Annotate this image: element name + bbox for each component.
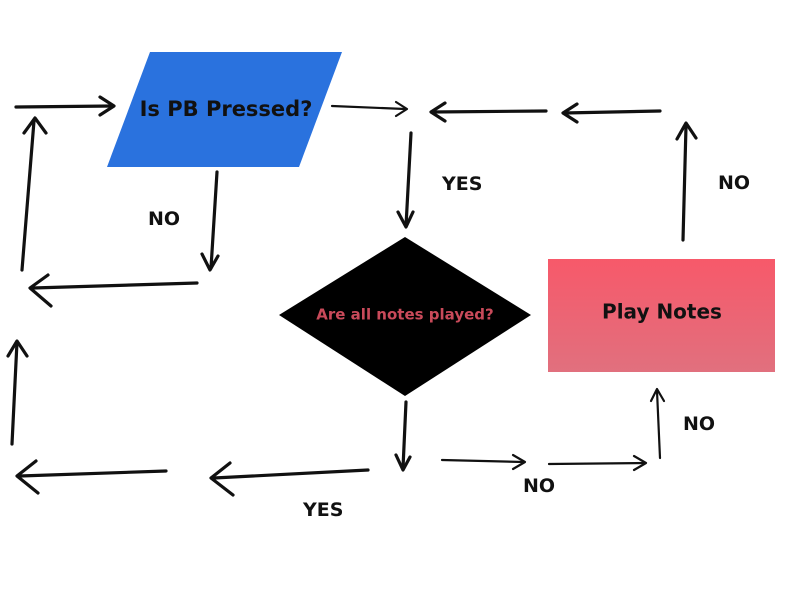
arrow-notes-down <box>394 400 412 472</box>
arrow-return-to-junction-1 <box>429 101 548 123</box>
notes-played-node: Are all notes played? <box>279 237 531 396</box>
play-notes-label: Play Notes <box>602 300 722 324</box>
play-notes-node: Play Notes <box>548 259 775 372</box>
arrow-left-lower-up <box>6 339 29 446</box>
arrow-into-pb <box>14 95 116 117</box>
arrow-pb-down-no <box>200 170 220 272</box>
label-play-no-right: NO <box>683 413 716 435</box>
arrow-play-up <box>675 121 698 242</box>
arrow-no-to-left <box>28 273 199 308</box>
label-notes-no: NO <box>523 475 556 497</box>
arrow-yes-left-1 <box>209 461 370 497</box>
arrow-pb-right <box>330 100 409 118</box>
arrow-no-right-2 <box>547 454 648 472</box>
arrow-left-up-loop <box>20 116 48 272</box>
pb-pressed-node: Is PB Pressed? <box>107 52 342 167</box>
pb-pressed-label: Is PB Pressed? <box>140 97 313 121</box>
arrow-up-to-play <box>649 387 666 460</box>
arrow-yes-left-2 <box>15 459 168 495</box>
label-notes-yes: YES <box>303 499 344 521</box>
label-pb-no: NO <box>148 208 181 230</box>
label-pb-yes: YES <box>442 173 483 195</box>
arrow-return-to-junction-2 <box>561 102 662 124</box>
label-play-no-top: NO <box>718 172 751 194</box>
notes-played-label: Are all notes played? <box>316 306 493 324</box>
arrow-notes-no-right <box>440 453 527 471</box>
arrow-junction-down-yes <box>396 131 415 229</box>
